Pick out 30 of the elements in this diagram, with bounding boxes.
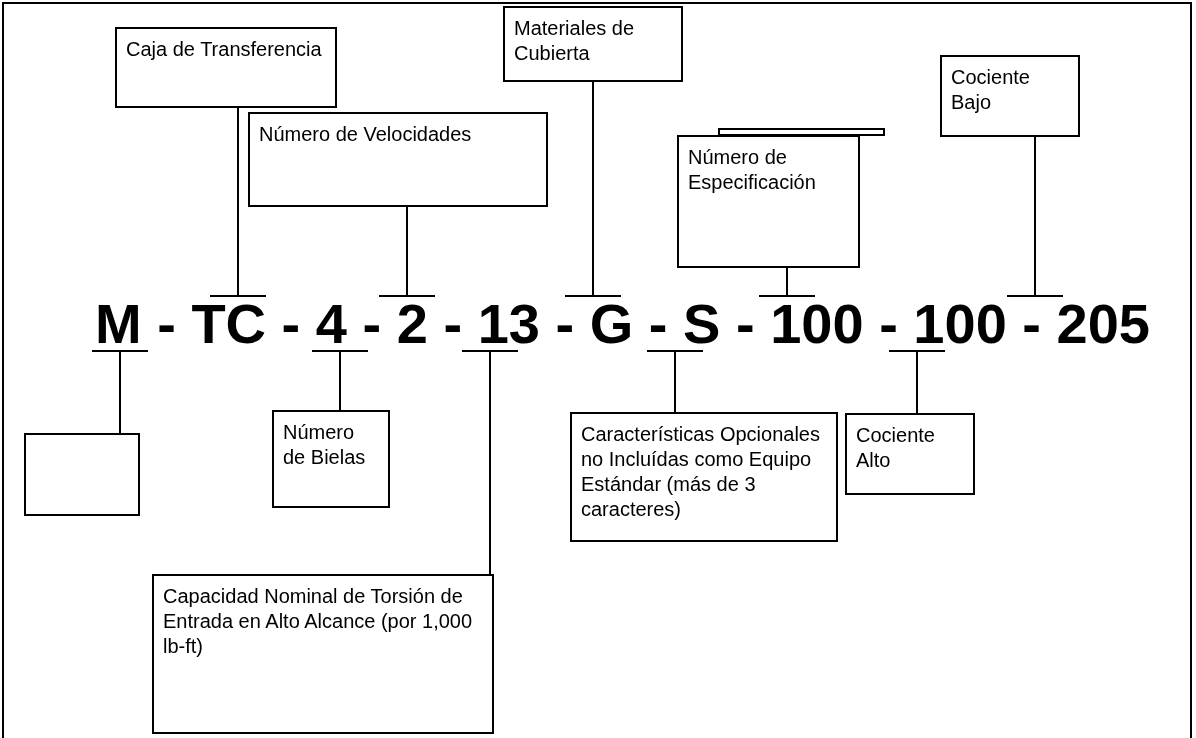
callout-box: [570, 412, 838, 542]
model-code: M - TC - 4 - 2 - 13 - G - S - 100 - 100 - 205: [95, 296, 1150, 351]
callout-text: Número de Bielas: [283, 420, 367, 470]
callout-text: Caja de Transferencia: [126, 37, 323, 62]
leader-line: [461, 350, 519, 575]
leader-line: [311, 350, 369, 411]
callout-text: Cociente Bajo: [951, 65, 1031, 115]
leader-line: [209, 107, 267, 297]
callout-box: [272, 410, 390, 508]
callout-box: [677, 135, 860, 268]
callout-box: [152, 574, 494, 734]
callout-box: [503, 6, 683, 82]
callout-text: Materiales de Cubierta: [514, 16, 636, 66]
leader-line: [758, 267, 816, 297]
leader-line: [888, 350, 946, 414]
callout-text: Características Opcionales no Incluídas como Equipo Estándar (más de 3 caracteres): [581, 422, 821, 522]
callout-box: [248, 112, 548, 207]
callout-box: [845, 413, 975, 495]
callout-box: [115, 27, 337, 108]
callout-text: Capacidad Nominal de Torsión de Entrada en Alto Alcance (por 1,000 lb-ft): [163, 584, 474, 659]
callout-text: Cociente Alto: [856, 423, 936, 473]
leader-line: [378, 206, 436, 297]
callout-box: [940, 55, 1080, 137]
empty-box: [24, 433, 140, 516]
leader-line: [646, 350, 704, 413]
leader-line: [564, 81, 622, 297]
callout-text: Número de Velocidades: [259, 122, 473, 147]
callout-text: Número de Especificación: [688, 145, 817, 195]
leader-line: [1006, 136, 1064, 297]
leader-line: [91, 350, 149, 434]
